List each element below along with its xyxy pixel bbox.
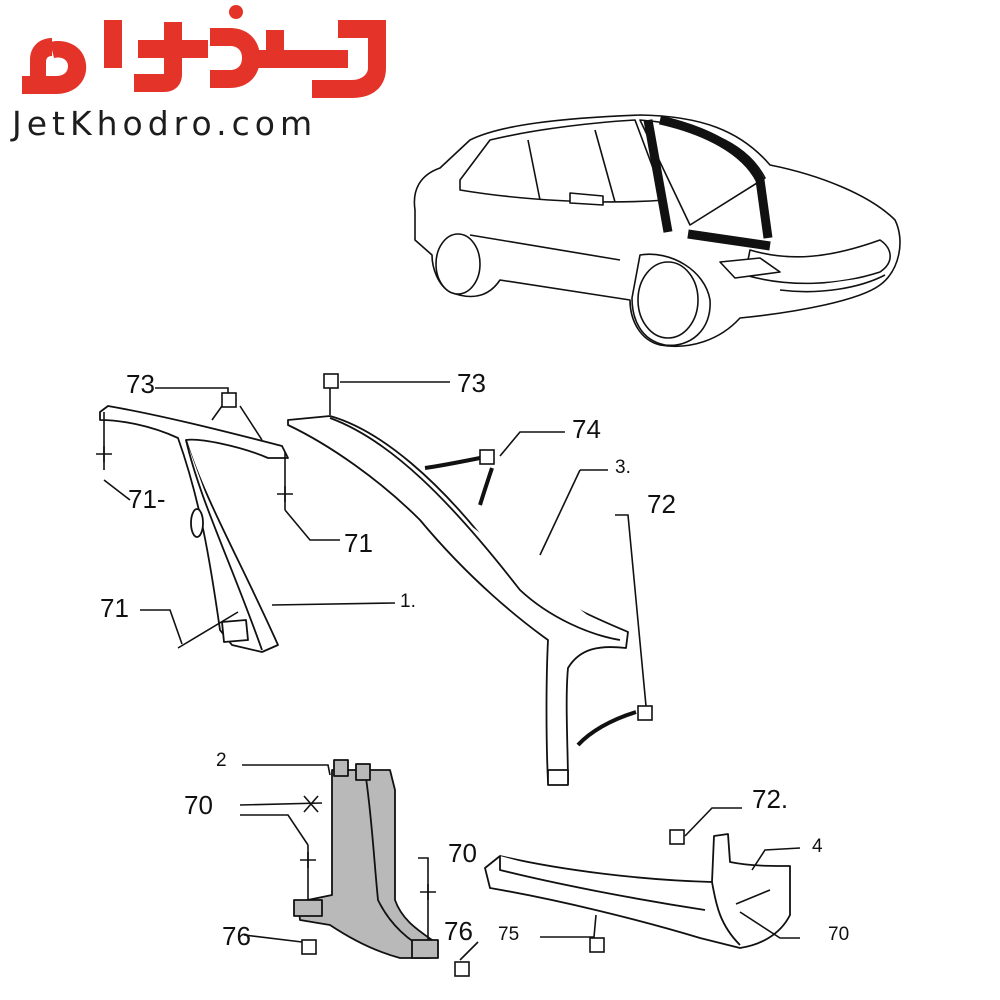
label-part-4: 4 bbox=[812, 836, 823, 857]
clip-74 bbox=[479, 449, 495, 465]
clip-75 bbox=[589, 937, 605, 953]
label-71-c: 71 bbox=[100, 593, 129, 623]
label-72-b: 72. bbox=[752, 784, 788, 814]
label-76-a: 76 bbox=[222, 921, 251, 951]
label-75: 75 bbox=[498, 924, 519, 945]
label-70-b: 70 bbox=[448, 838, 477, 868]
leader-lines bbox=[103, 381, 801, 961]
clip-73-b bbox=[323, 373, 339, 389]
label-70-c: 70 bbox=[828, 924, 849, 945]
clip-72-a bbox=[637, 705, 653, 721]
label-71-b: 71 bbox=[344, 528, 373, 558]
label-part-1: 1. bbox=[400, 591, 416, 612]
clip-76-b bbox=[454, 961, 470, 977]
label-part-2: 2 bbox=[216, 750, 227, 771]
label-73-a: 73 bbox=[126, 369, 155, 399]
label-73-b: 73 bbox=[457, 368, 486, 398]
label-71-a: 71- bbox=[128, 484, 166, 514]
part-2-b-pillar-lower-trim bbox=[293, 759, 439, 959]
brand-logo-en: JetKhodro.com bbox=[12, 104, 318, 143]
clip-73-a bbox=[221, 392, 237, 408]
label-70-a: 70 bbox=[184, 790, 213, 820]
clip-72-b bbox=[669, 829, 685, 845]
label-72-a: 72 bbox=[647, 489, 676, 519]
car-illustration bbox=[413, 114, 901, 348]
part-4-sill-trim bbox=[484, 833, 791, 949]
clips bbox=[221, 373, 685, 977]
part-1-a-pillar-trim bbox=[96, 405, 293, 653]
brand-logo-fa bbox=[22, 5, 386, 98]
label-part-3: 3. bbox=[615, 457, 631, 478]
label-74: 74 bbox=[572, 414, 601, 444]
callout-labels: 73 73 74 3. 72 71- 71 71 1. 2 70 70 72. … bbox=[100, 368, 849, 951]
label-76-b: 76 bbox=[444, 916, 473, 946]
clip-76-a bbox=[301, 939, 317, 955]
part-3-pillar-long-trim bbox=[287, 415, 629, 786]
